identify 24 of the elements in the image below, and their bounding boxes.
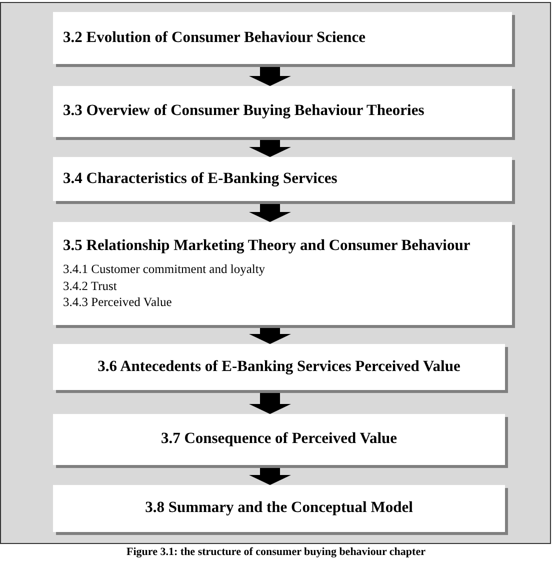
- figure-caption: Figure 3.1: the structure of consumer buying behaviour chapter: [126, 546, 426, 558]
- section-box: [53, 86, 512, 137]
- section-title: 3.3 Overview of Consumer Buying Behaviour Theories: [63, 102, 426, 121]
- section-box: [53, 485, 505, 532]
- section-box: [53, 344, 505, 390]
- section-box: [53, 12, 512, 64]
- section-title: 3.6 Antecedents of E-Banking Services Perceived Value: [96, 358, 462, 376]
- section-title: 3.2 Evolution of Consumer Behaviour Science: [63, 28, 367, 48]
- section-title: 3.5 Relationship Marketing Theory and Consumer Behaviour: [63, 236, 472, 256]
- block-arrow: [249, 204, 291, 222]
- block-arrow: [249, 393, 291, 414]
- section-title: 3.7 Consequence of Perceived Value: [160, 430, 398, 449]
- subsection-item: 3.4.2 Trust: [63, 278, 118, 294]
- block-arrow: [249, 67, 291, 86]
- section-box: [53, 414, 505, 465]
- block-arrow: [249, 328, 291, 344]
- section-title: 3.4 Characteristics of E-Banking Services: [63, 170, 338, 188]
- subsection-item: 3.4.1 Customer commitment and loyalty: [63, 261, 266, 278]
- section-box: [53, 157, 512, 201]
- block-arrow: [249, 140, 291, 157]
- section-box: [53, 222, 512, 325]
- subsection-item: 3.4.3 Perceived Value: [63, 294, 173, 310]
- block-arrow: [249, 468, 291, 485]
- section-title: 3.8 Summary and the Conceptual Model: [144, 499, 414, 518]
